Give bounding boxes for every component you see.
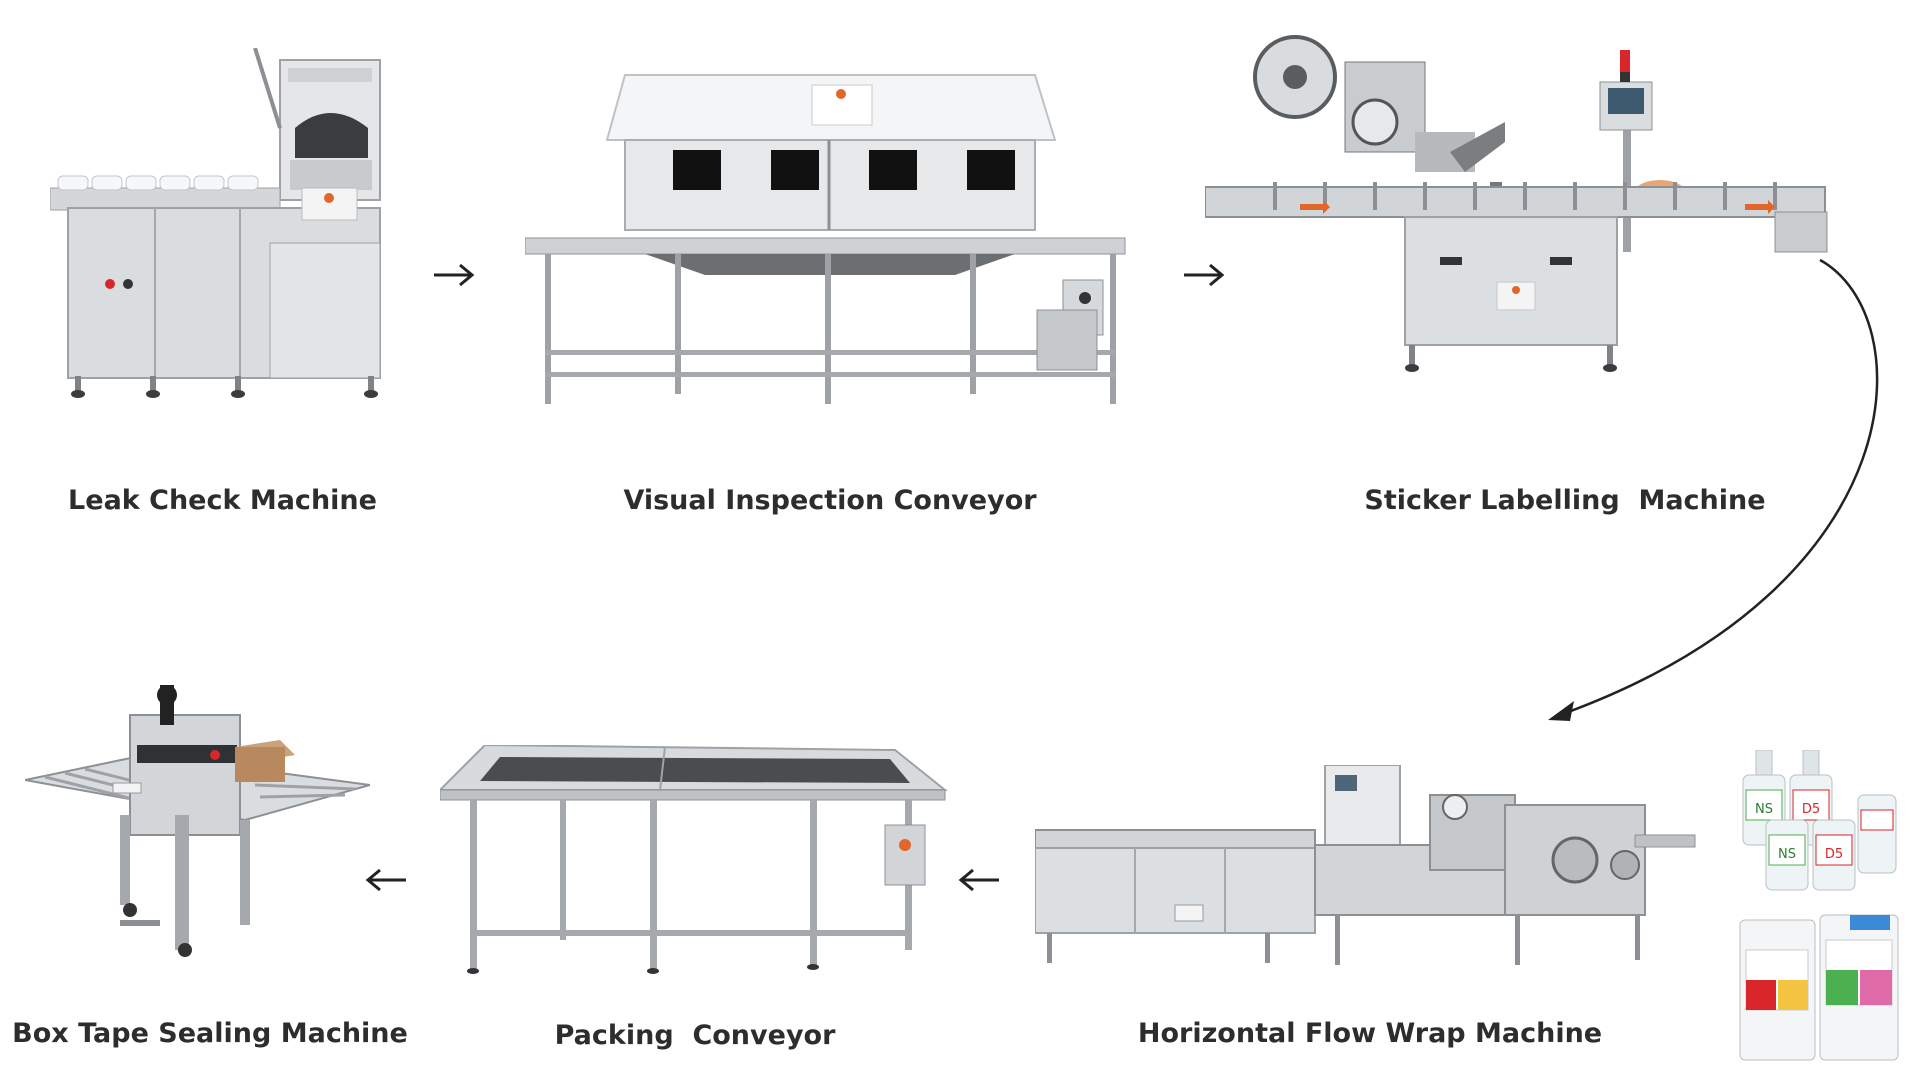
box-tape-sealing-machine-image (25, 685, 370, 960)
arrow-left-icon (362, 865, 410, 895)
packing-conveyor-image (440, 745, 950, 975)
bottle-label-3: NS (1778, 847, 1796, 862)
arrow-left-icon (955, 865, 1003, 895)
packing-conveyor-label: Packing Conveyor (554, 1020, 836, 1051)
visual-inspection-conveyor-image (525, 70, 1130, 420)
box-tape-sealing-machine-label: Box Tape Sealing Machine (12, 1018, 408, 1049)
bottle-label-4: D5 (1825, 847, 1843, 862)
iv-products-image: NS D5 NS D5 (1738, 750, 1903, 1065)
arrow-right-icon (430, 260, 478, 290)
sticker-labelling-machine-label: Sticker Labelling Machine (1364, 485, 1766, 516)
bottle-label-1: NS (1755, 802, 1773, 817)
curved-arrow-icon (1540, 255, 1900, 730)
bottle-label-2: D5 (1802, 802, 1820, 817)
horizontal-flow-wrap-machine-image (1035, 765, 1705, 970)
visual-inspection-conveyor-label: Visual Inspection Conveyor (623, 485, 1037, 516)
horizontal-flow-wrap-machine-label: Horizontal Flow Wrap Machine (1137, 1018, 1603, 1049)
leak-check-machine-label: Leak Check Machine (68, 485, 377, 516)
arrow-right-icon (1180, 260, 1228, 290)
sticker-labelling-machine-image (1205, 22, 1835, 392)
leak-check-machine-image (50, 48, 400, 400)
